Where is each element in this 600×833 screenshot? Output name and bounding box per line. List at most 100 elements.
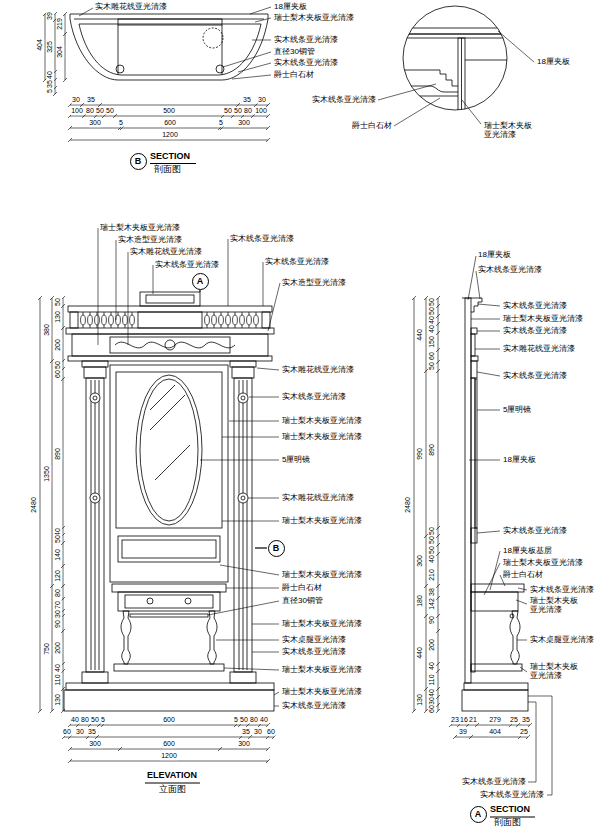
dimension-text: 50 [240, 716, 249, 724]
dimension-text: 21 [469, 716, 478, 724]
baluster [132, 312, 133, 315]
dimension-text: 5 [234, 716, 239, 724]
elevation-view [91, 380, 92, 670]
dimension-text: 70 [54, 601, 62, 610]
leader-line [229, 421, 279, 422]
dimension-line [63, 32, 67, 36]
side-section-view [471, 334, 475, 356]
dimension-line [436, 526, 440, 530]
side-section-view [475, 379, 477, 528]
leader-line [471, 319, 500, 320]
dimension-text: 200 [54, 641, 62, 654]
dimension-text: 279 [489, 716, 502, 724]
dimension-line [436, 709, 440, 713]
dimension-text: 60 [54, 370, 62, 379]
leader-line [274, 706, 279, 707]
elevation-view [150, 395, 185, 430]
baluster [111, 312, 112, 315]
leader-line [378, 84, 436, 100]
elevation-view [84, 367, 106, 378]
dimension-text: 110 [428, 674, 436, 686]
baluster [228, 312, 229, 315]
leader-line [252, 652, 279, 653]
baluster [214, 325, 215, 328]
elevation-view [64, 690, 274, 711]
dimension-line [52, 298, 53, 711]
leader-line [478, 304, 500, 306]
elevation-view [90, 393, 248, 503]
elevation-view [146, 295, 194, 303]
baluster [104, 325, 105, 328]
elevation-view [114, 664, 224, 671]
dimension-text: 50 [106, 107, 115, 115]
section-marker: A [470, 806, 487, 823]
baluster [249, 325, 250, 328]
leader-line [252, 624, 279, 625]
dimension-line [70, 761, 268, 762]
elevation-view [247, 380, 248, 670]
dimension-line [436, 703, 440, 707]
dimension-text: 300 [89, 119, 102, 127]
dimension-text: 50 [54, 361, 62, 370]
leader-line [222, 521, 279, 522]
dimension-text: 130 [416, 694, 424, 707]
elevation-view [86, 378, 104, 672]
material-callout: 实木线条亚光清漆 [503, 302, 567, 311]
dimension-line [50, 709, 54, 713]
dimension-line [70, 140, 268, 141]
elevation-view [239, 380, 240, 670]
dimension-line [70, 128, 268, 129]
baluster [226, 315, 231, 325]
dimension-text: 150 [428, 336, 436, 349]
baluster [254, 315, 259, 325]
elevation-view [241, 496, 245, 500]
side-section-view [471, 378, 475, 672]
baluster [81, 315, 86, 325]
section-letter: B [135, 157, 142, 166]
view-title: SECTION [490, 805, 530, 815]
dimension-line [453, 735, 457, 739]
plan-section [79, 24, 261, 75]
dimension-line [455, 737, 528, 738]
dimension-text: 2480 [404, 497, 412, 514]
baluster [256, 312, 257, 315]
baluster [83, 312, 84, 315]
elevation-view [185, 598, 191, 604]
dimension-text: 750 [43, 643, 51, 656]
dimension-line [70, 749, 268, 750]
dimension-line [436, 552, 440, 556]
baluster [221, 312, 222, 315]
material-callout: 5厘明镜 [282, 456, 310, 465]
elevation-view [243, 380, 244, 670]
baluster [228, 325, 229, 328]
leader-lines [79, 7, 552, 795]
dimension-text: 35 [242, 728, 251, 736]
material-callout: 实木线条亚光清漆 [530, 586, 594, 595]
dimension-text: 380 [43, 324, 51, 337]
dimension-text: 40 [71, 716, 80, 724]
plan-section [216, 65, 224, 73]
dimension-text: 300 [416, 555, 424, 568]
leader-line [248, 498, 279, 499]
elevation-view [125, 595, 213, 608]
dimension-line [436, 304, 440, 308]
elevation-view [262, 312, 270, 328]
leader-line [475, 349, 500, 350]
leader-line [462, 100, 481, 124]
baluster [240, 315, 245, 325]
material-callout: 瑞士梨木夹板亚光清漆 [503, 315, 583, 324]
material-callout: 爵士白石材 [282, 584, 322, 593]
dimension-text: 50 [96, 107, 105, 115]
elevation-view [230, 672, 256, 683]
dimension-line [61, 584, 65, 588]
dimension-text: 60 [428, 705, 436, 714]
baluster [116, 312, 121, 328]
material-callout: 18厘夹板 [274, 3, 307, 12]
baluster [97, 325, 98, 328]
baluster [205, 312, 210, 328]
dimension-line [38, 296, 42, 300]
material-callout: 爵士白石材 [352, 122, 392, 131]
dimension-text: 110 [54, 674, 62, 686]
dimension-text: 440 [416, 646, 424, 659]
baluster [235, 325, 236, 328]
